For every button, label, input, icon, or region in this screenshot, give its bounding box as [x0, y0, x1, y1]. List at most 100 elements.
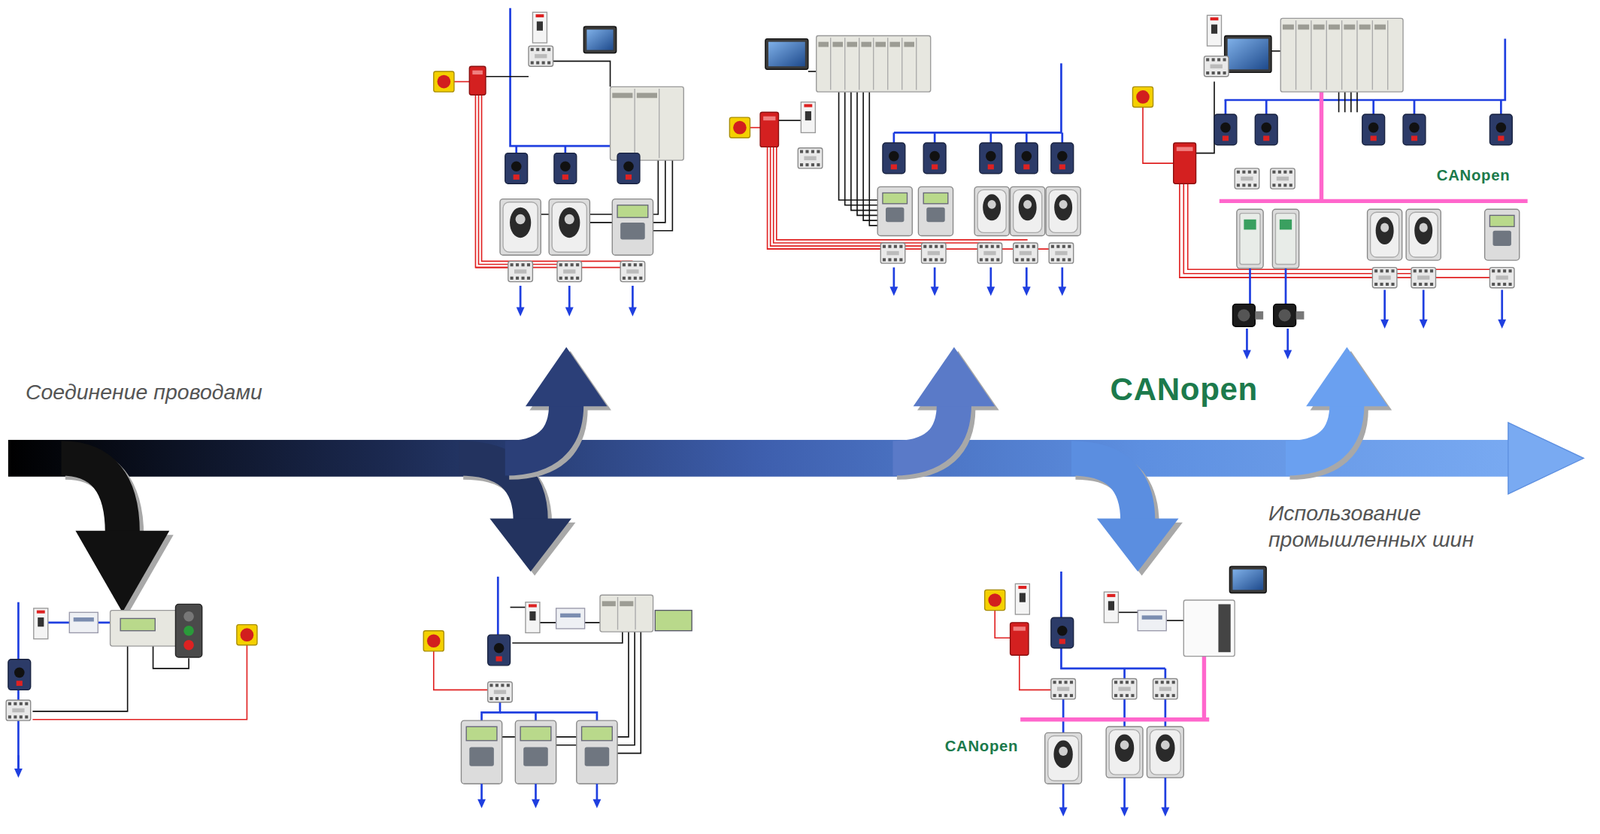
shape — [1051, 678, 1076, 700]
shape — [923, 257, 927, 261]
shape — [923, 193, 949, 204]
motor-output-arrow — [516, 285, 525, 317]
shape — [528, 45, 554, 67]
shape — [1146, 726, 1184, 778]
shape — [886, 251, 899, 255]
shape — [1015, 142, 1038, 174]
shape — [1372, 267, 1397, 288]
shape — [503, 202, 538, 253]
motor-breaker — [882, 142, 906, 174]
wire — [857, 91, 880, 216]
shape — [1248, 183, 1252, 187]
drive-unit — [612, 199, 653, 256]
shape — [1010, 622, 1029, 655]
shape — [926, 207, 945, 223]
wire — [534, 712, 537, 721]
contactor — [528, 45, 554, 67]
shape — [927, 251, 940, 255]
shape — [1112, 678, 1137, 700]
circuit-breaker — [800, 102, 816, 134]
wire — [485, 75, 529, 78]
shape — [506, 696, 510, 700]
wire — [845, 91, 880, 206]
shape — [1142, 615, 1163, 619]
drive-unit — [548, 199, 590, 256]
wire — [1350, 91, 1352, 113]
plc-rack — [110, 610, 182, 647]
motor-output-arrow — [930, 267, 940, 297]
shape — [1132, 86, 1153, 107]
shape — [1411, 136, 1418, 142]
branch-arrow — [505, 346, 612, 462]
power-module — [1137, 610, 1167, 631]
circuit-breaker — [532, 12, 547, 43]
shape — [1297, 24, 1310, 31]
shape — [1125, 680, 1129, 684]
shape — [1417, 275, 1430, 279]
bus-logo: CANopen — [1436, 166, 1510, 184]
shape — [1236, 183, 1240, 187]
shape — [1032, 257, 1036, 261]
shape — [1062, 245, 1066, 249]
wire — [1123, 699, 1126, 728]
motor-breaker — [1214, 114, 1237, 146]
shape — [620, 222, 646, 240]
shape — [626, 269, 639, 273]
shape — [528, 603, 537, 607]
wire — [32, 645, 128, 712]
shape — [1015, 583, 1030, 615]
motor-output-arrow — [1022, 267, 1031, 297]
wire — [1179, 183, 1388, 278]
shape — [460, 720, 502, 784]
shape — [934, 257, 938, 261]
wire — [481, 702, 500, 721]
plc-rack — [600, 594, 654, 632]
shape — [520, 726, 552, 741]
shape — [19, 702, 23, 706]
drive-unit — [460, 720, 502, 784]
shape — [1045, 186, 1081, 236]
shape — [547, 48, 551, 52]
shape — [1051, 617, 1074, 649]
wire — [1164, 668, 1167, 679]
wire — [893, 132, 896, 143]
motor-breaker — [1362, 114, 1385, 146]
drive-unit — [1010, 186, 1046, 236]
shape — [882, 193, 908, 204]
shape — [617, 205, 649, 218]
wire — [556, 631, 636, 746]
shape — [1058, 693, 1062, 697]
shape — [612, 199, 653, 256]
shape — [1183, 600, 1235, 657]
shape — [551, 202, 587, 253]
shape — [627, 263, 631, 267]
shape — [472, 70, 483, 75]
shape — [514, 269, 527, 273]
wire — [989, 132, 992, 143]
emergency-stop — [236, 624, 258, 646]
shape — [1275, 213, 1296, 265]
wire — [933, 132, 937, 143]
contactor — [6, 700, 31, 721]
shape — [803, 103, 813, 107]
shape — [1289, 183, 1293, 187]
shape — [800, 102, 816, 134]
wire — [778, 119, 802, 122]
shape — [575, 263, 579, 267]
shape — [536, 60, 540, 64]
shape — [1385, 269, 1389, 273]
drive-unit — [1045, 732, 1082, 784]
servo-motor — [1273, 303, 1305, 327]
wire — [512, 631, 623, 643]
hmi-panel — [1229, 566, 1267, 593]
shape — [1370, 136, 1377, 142]
shape — [602, 600, 616, 607]
shape — [423, 630, 444, 652]
emergency-stop — [423, 630, 444, 652]
wire — [1060, 571, 1063, 618]
shape — [1013, 626, 1026, 631]
motor-output-arrow — [477, 783, 486, 809]
shape — [16, 680, 23, 686]
servo-motor — [1232, 303, 1264, 327]
